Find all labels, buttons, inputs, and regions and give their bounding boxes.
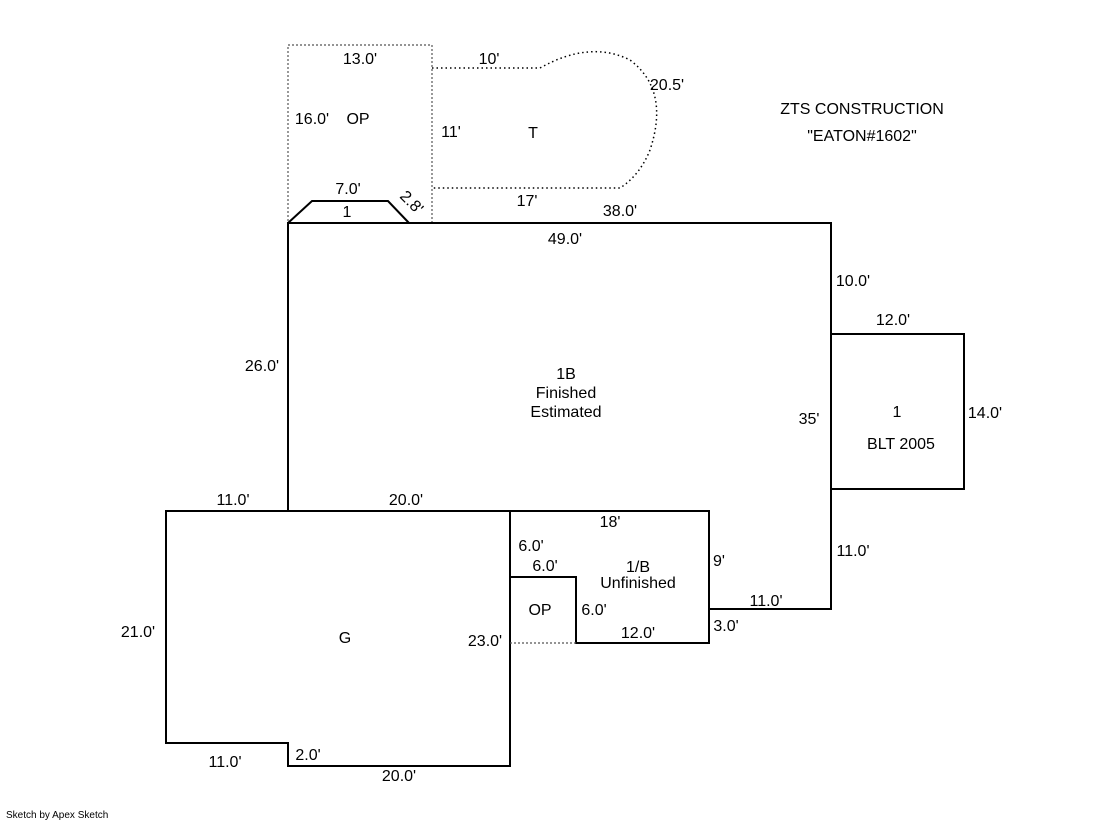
dimension-label: 10' (479, 51, 500, 68)
dimension-label: 12.0' (621, 625, 655, 642)
project-name: "EATON#1602" (807, 128, 917, 145)
area-label: 1 (343, 204, 352, 221)
dimension-label: 26.0' (245, 358, 279, 375)
unfinished-outline (510, 510, 710, 609)
area-label: 1/B (626, 559, 650, 576)
main-outline (287, 222, 832, 644)
dimension-label: 13.0' (343, 51, 377, 68)
dimension-label: 11.0' (216, 492, 249, 509)
dimension-label: 6.0' (518, 538, 543, 555)
dimension-label: 6.0' (532, 558, 557, 575)
area-label: Finished (536, 385, 596, 402)
garage-outline (165, 510, 511, 767)
area-label: Estimated (530, 404, 601, 421)
dimension-label: 7.0' (335, 181, 360, 198)
dimension-label: 9' (713, 553, 725, 570)
dimension-label: 11.0' (208, 754, 241, 771)
dimension-label: 20.5' (650, 77, 684, 94)
terrace-outline (432, 50, 658, 189)
area-label: G (339, 630, 351, 647)
dimension-label: 20.0' (382, 768, 416, 785)
dimension-label: 18' (600, 514, 621, 531)
dimension-label: 3.0' (713, 618, 738, 635)
area-label: 1 (893, 404, 902, 421)
dimension-label: 21.0' (121, 624, 155, 641)
dimension-label: 14.0' (968, 405, 1002, 422)
dimension-label: 17' (517, 193, 538, 210)
dimension-label: 6.0' (581, 602, 606, 619)
dimension-label: 11.0' (836, 543, 869, 560)
area-label: 1B (556, 366, 576, 383)
bay-outline (287, 200, 410, 224)
area-label: Unfinished (600, 575, 676, 592)
dimension-label: 35' (799, 411, 820, 428)
dimension-label: 11.0' (749, 593, 782, 610)
area-label: OP (528, 602, 551, 619)
dimension-label: 16.0' (295, 111, 329, 128)
dimension-label: 12.0' (876, 312, 910, 329)
dimension-label: 20.0' (389, 492, 423, 509)
credit-text: Sketch by Apex Sketch (6, 810, 108, 821)
dimension-label: 49.0' (548, 231, 582, 248)
addition-outline (830, 333, 965, 490)
area-label: BLT 2005 (867, 436, 935, 453)
dimension-label: 2.0' (295, 747, 320, 764)
company-name: ZTS CONSTRUCTION (780, 101, 944, 118)
dimension-label: 23.0' (468, 633, 502, 650)
dimension-label: 11' (441, 124, 461, 141)
dimension-label: 38.0' (603, 203, 637, 220)
dimension-label: 10.0' (836, 273, 870, 290)
area-label: OP (346, 111, 369, 128)
area-label: T (528, 125, 538, 142)
